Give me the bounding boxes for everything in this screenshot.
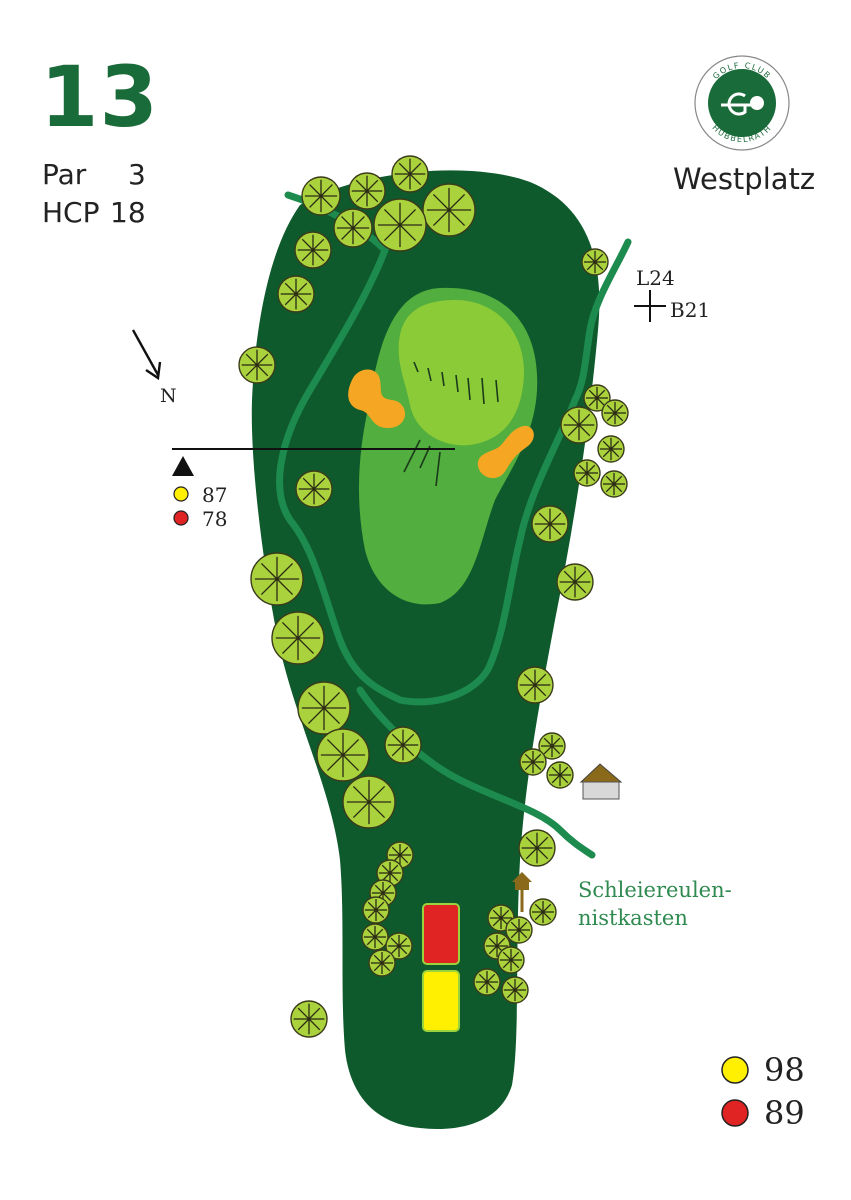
- course-name: Westplatz: [673, 162, 816, 196]
- tree-icon: [518, 829, 556, 867]
- tree-icon: [361, 923, 389, 951]
- tree-icon: [505, 916, 533, 944]
- tree-icon: [384, 726, 422, 764]
- tree-icon: [385, 932, 413, 960]
- tree-icon: [501, 976, 529, 1004]
- tree-icon: [560, 406, 598, 444]
- tee-red: [422, 903, 460, 965]
- tree-icon: [250, 552, 304, 606]
- shelter-hut-icon: [579, 763, 623, 800]
- distance-marker-triangle-icon: [172, 456, 194, 476]
- tee-yellow: [422, 970, 460, 1032]
- tree-icon: [473, 968, 501, 996]
- tree-icon: [573, 459, 601, 487]
- tree-icon: [295, 470, 333, 508]
- tree-icon: [583, 384, 611, 412]
- tree-icon: [342, 775, 396, 829]
- owl-nestbox-label-line1: Schleiereulen-: [578, 878, 732, 902]
- tree-icon: [531, 505, 569, 543]
- putting-green: [398, 300, 525, 446]
- tree-icon: [373, 198, 427, 252]
- tree-icon: [294, 231, 332, 269]
- tree-icon: [290, 1000, 328, 1038]
- par-label: Par: [42, 158, 87, 191]
- legend-yellow-dot: [721, 1056, 749, 1084]
- tree-icon: [297, 681, 351, 735]
- tree-icon: [391, 155, 429, 193]
- north-label: N: [160, 385, 177, 407]
- club-logo: GOLF CLUB HUBBELRATH: [694, 55, 790, 151]
- trees: [238, 155, 629, 1038]
- distance-yellow-dot: [173, 486, 189, 502]
- logo-ball-icon: [750, 96, 764, 110]
- tree-icon: [301, 176, 341, 216]
- tree-icon: [546, 761, 574, 789]
- tree-icon: [238, 346, 276, 384]
- tree-icon: [362, 896, 390, 924]
- reference-cross-icon: [634, 290, 666, 322]
- reference-label-l: L24: [636, 266, 675, 290]
- tree-icon: [597, 435, 625, 463]
- tree-icon: [316, 728, 370, 782]
- tree-icon: [271, 611, 325, 665]
- tree-icon: [277, 275, 315, 313]
- hcp-label: HCP: [42, 196, 100, 229]
- owl-nestbox-icon: [512, 872, 532, 912]
- tree-icon: [368, 949, 396, 977]
- bunker-right: [477, 425, 534, 479]
- distance-yellow-value: 87: [202, 483, 228, 507]
- tree-icon: [601, 399, 629, 427]
- distance-red-dot: [173, 510, 189, 526]
- north-arrow-icon: [131, 329, 162, 381]
- distance-red-value: 78: [202, 507, 228, 531]
- reference-label-b: B21: [670, 298, 711, 322]
- tree-icon: [600, 470, 628, 498]
- par-value: 3: [128, 158, 146, 191]
- tree-icon: [581, 248, 609, 276]
- tree-icon: [516, 666, 554, 704]
- tree-icon: [529, 898, 557, 926]
- tree-icon: [556, 563, 594, 601]
- tree-icon: [348, 172, 386, 210]
- tree-icon: [538, 732, 566, 760]
- bunker-left: [348, 369, 406, 428]
- tee-red-length: 89: [764, 1094, 805, 1132]
- tree-icon: [422, 183, 476, 237]
- tee-yellow-length: 98: [764, 1051, 805, 1089]
- tree-icon: [497, 946, 525, 974]
- hcp-value: 18: [110, 196, 146, 229]
- owl-nestbox-label-line2: nistkasten: [578, 906, 688, 930]
- legend-red-dot: [721, 1099, 749, 1127]
- tree-icon: [519, 748, 547, 776]
- hole-number: 13: [40, 48, 159, 146]
- tree-icon: [333, 208, 373, 248]
